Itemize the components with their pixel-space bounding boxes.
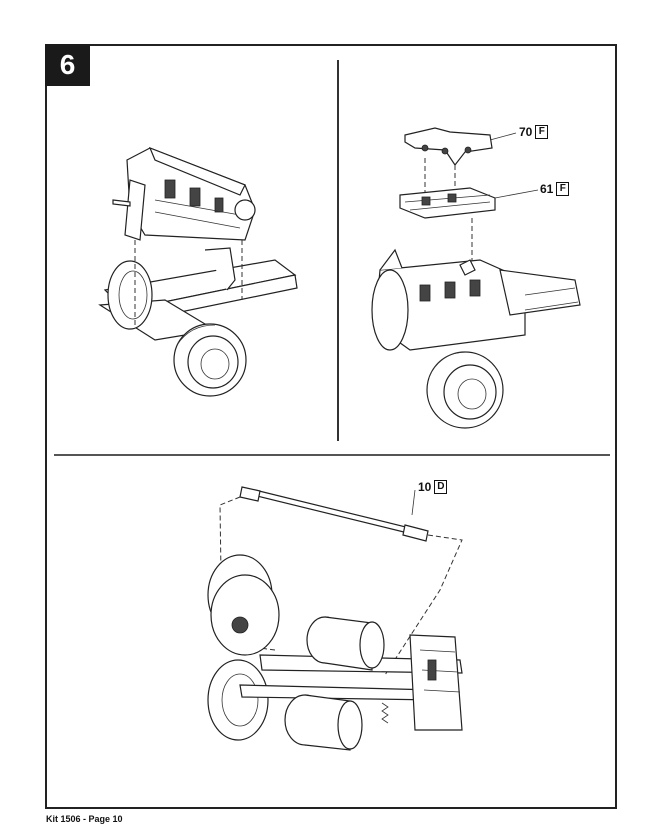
part-61-sprue-letter: F [556, 182, 570, 196]
part-61-number: 61 [540, 182, 554, 196]
illustration-driveshaft-install [207, 486, 463, 751]
part-10-sprue-letter: D [434, 480, 448, 494]
page-footer: Kit 1506 - Page 10 [46, 814, 123, 824]
step-number-badge: 6 [45, 44, 90, 86]
page-frame [45, 44, 617, 809]
part-70-number: 70 [519, 125, 533, 139]
part-10-number: 10 [418, 480, 432, 494]
callout-part-10: 10 D [418, 480, 448, 494]
callout-part-61: 61 F [540, 182, 570, 196]
part-70-sprue-letter: F [535, 125, 549, 139]
callout-part-70: 70 F [519, 125, 549, 139]
illustration-engine-install [98, 146, 298, 397]
panel-divider-horizontal [54, 454, 610, 456]
illustration-air-intake-install [371, 127, 581, 429]
panel-divider-vertical [337, 60, 339, 441]
